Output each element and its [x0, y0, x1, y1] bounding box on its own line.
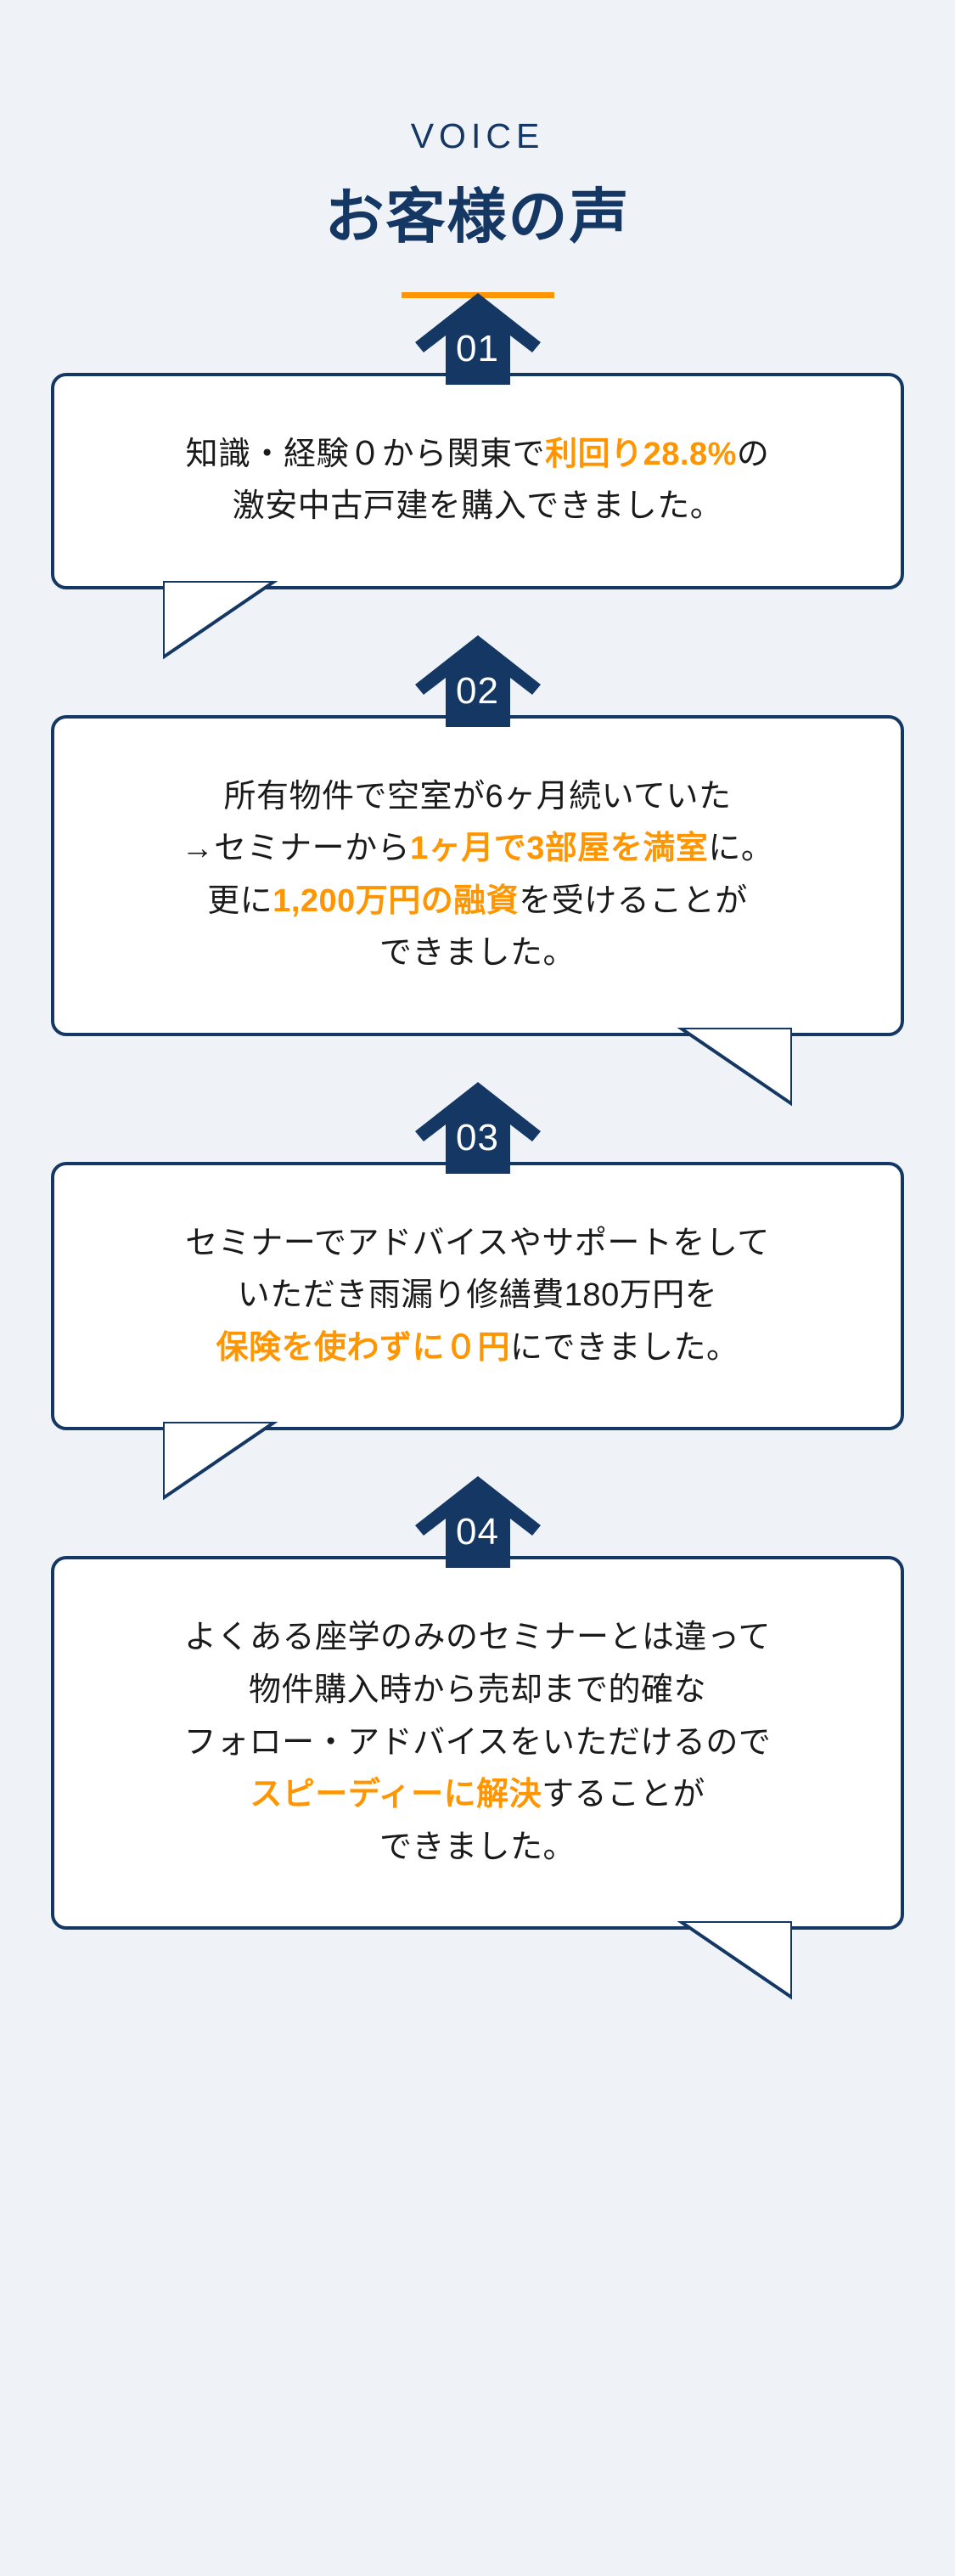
plain-text: よくある座学のみのセミナーとは違って	[183, 1620, 772, 1656]
plain-text: にできました。	[510, 1329, 739, 1366]
speech-bubble-tail	[673, 1921, 792, 2003]
testimonial-line: できました。	[93, 1822, 862, 1874]
highlighted-text: 1ヶ月で3部屋を満室	[410, 831, 709, 867]
title-divider	[401, 291, 554, 298]
plain-text: 知識・経験０から関東で	[185, 436, 546, 472]
testimonial-bubble: 知識・経験０から関東で利回り28.8%の激安中古戸建を購入できました。	[51, 372, 904, 660]
testimonial-bubble: セミナーでアドバイスやサポートをしていただき雨漏り修繕費180万円を保険を使わず…	[51, 1161, 904, 1501]
testimonial-text: 所有物件で空室が6ヶ月続いていた→セミナーから1ヶ月で3部屋を満室に。更に1,2…	[54, 719, 901, 1033]
testimonial-bubble: 所有物件で空室が6ヶ月続いていた→セミナーから1ヶ月で3部屋を満室に。更に1,2…	[51, 714, 904, 1107]
testimonial-number: 02	[456, 669, 499, 712]
testimonial-number: 03	[456, 1116, 499, 1158]
testimonial-line: フォロー・アドバイスをいただけるので	[93, 1717, 862, 1770]
testimonial-line: セミナーでアドバイスやサポートをして	[93, 1218, 862, 1271]
up-arrow-icon	[414, 292, 541, 385]
plain-text: の	[736, 436, 770, 472]
plain-text: することが	[542, 1777, 705, 1813]
speech-bubble-tail	[163, 580, 282, 662]
plain-text: セミナーでアドバイスやサポートをして	[185, 1225, 770, 1261]
plain-text: いただき雨漏り修繕費180万円を	[237, 1277, 718, 1314]
highlighted-text: 保険を使わずに０円	[216, 1329, 510, 1366]
highlighted-text: 利回り28.8%	[545, 436, 737, 472]
testimonial-line: いただき雨漏り修繕費180万円を	[93, 1270, 862, 1322]
testimonial-line: できました。	[93, 927, 862, 980]
testimonial-number: 01	[456, 327, 499, 369]
testimonial-text: セミナーでアドバイスやサポートをしていただき雨漏り修繕費180万円を保険を使わず…	[54, 1165, 901, 1428]
testimonial-number-badge: 02	[414, 634, 541, 727]
testimonial-number-badge: 03	[414, 1081, 541, 1174]
testimonial-line: 物件購入時から売却まで的確な	[93, 1665, 862, 1717]
testimonial-text: 知識・経験０から関東で利回り28.8%の激安中古戸建を購入できました。	[54, 376, 901, 586]
speech-bubble-tail	[163, 1422, 282, 1503]
plain-text: 激安中古戸建を購入できました。	[232, 488, 723, 525]
up-arrow-icon	[414, 1476, 541, 1569]
testimonial-line: 更に1,200万円の融資を受けることが	[93, 876, 862, 928]
plain-text: に。	[708, 831, 774, 867]
plain-text: 物件購入時から売却まで的確な	[248, 1671, 706, 1708]
highlighted-text: 1,200万円の融資	[272, 882, 520, 919]
voice-section-header: VOICE お客様の声	[0, 0, 955, 298]
testimonial-line: 激安中古戸建を購入できました。	[93, 481, 862, 533]
testimonial-number-badge: 01	[414, 292, 541, 385]
up-arrow-icon	[414, 1081, 541, 1174]
testimonial-line: スピーディーに解決することが	[93, 1769, 862, 1822]
plain-text: フォロー・アドバイスをいただけるので	[183, 1724, 772, 1761]
up-arrow-icon	[414, 634, 541, 727]
plain-text: 所有物件で空室が6ヶ月続いていた	[223, 778, 732, 815]
speech-bubble-tail	[673, 1027, 792, 1109]
testimonial-number-badge: 04	[414, 1476, 541, 1569]
testimonial-card: 04 よくある座学のみのセミナーとは違って物件購入時から売却まで的確なフォロー・ア…	[0, 1476, 955, 2000]
plain-text: →セミナーから	[181, 831, 411, 867]
highlighted-text: スピーディーに解決	[250, 1777, 542, 1813]
testimonial-text: よくある座学のみのセミナーとは違って物件購入時から売却まで的確なフォロー・アドバ…	[54, 1559, 901, 1926]
testimonial-bubble: よくある座学のみのセミナーとは違って物件購入時から売却まで的確なフォロー・アドバ…	[51, 1556, 904, 2000]
plain-text: を受けることが	[519, 882, 748, 919]
testimonial-line: よくある座学のみのセミナーとは違って	[93, 1612, 862, 1665]
testimonial-line: →セミナーから1ヶ月で3部屋を満室に。	[93, 823, 862, 876]
testimonial-card: 03 セミナーでアドバイスやサポートをしていただき雨漏り修繕費180万円を保険を使…	[0, 1081, 955, 1501]
plain-text: できました。	[379, 1829, 576, 1865]
testimonial-number: 04	[456, 1511, 499, 1553]
page-title: お客様の声	[324, 183, 631, 250]
plain-text: 更に	[207, 882, 273, 919]
section-eyebrow: VOICE	[410, 116, 545, 155]
testimonial-line: 知識・経験０から関東で利回り28.8%の	[93, 429, 862, 482]
testimonial-line: 所有物件で空室が6ヶ月続いていた	[93, 771, 862, 824]
plain-text: できました。	[379, 935, 576, 972]
testimonial-line: 保険を使わずに０円にできました。	[93, 1322, 862, 1375]
